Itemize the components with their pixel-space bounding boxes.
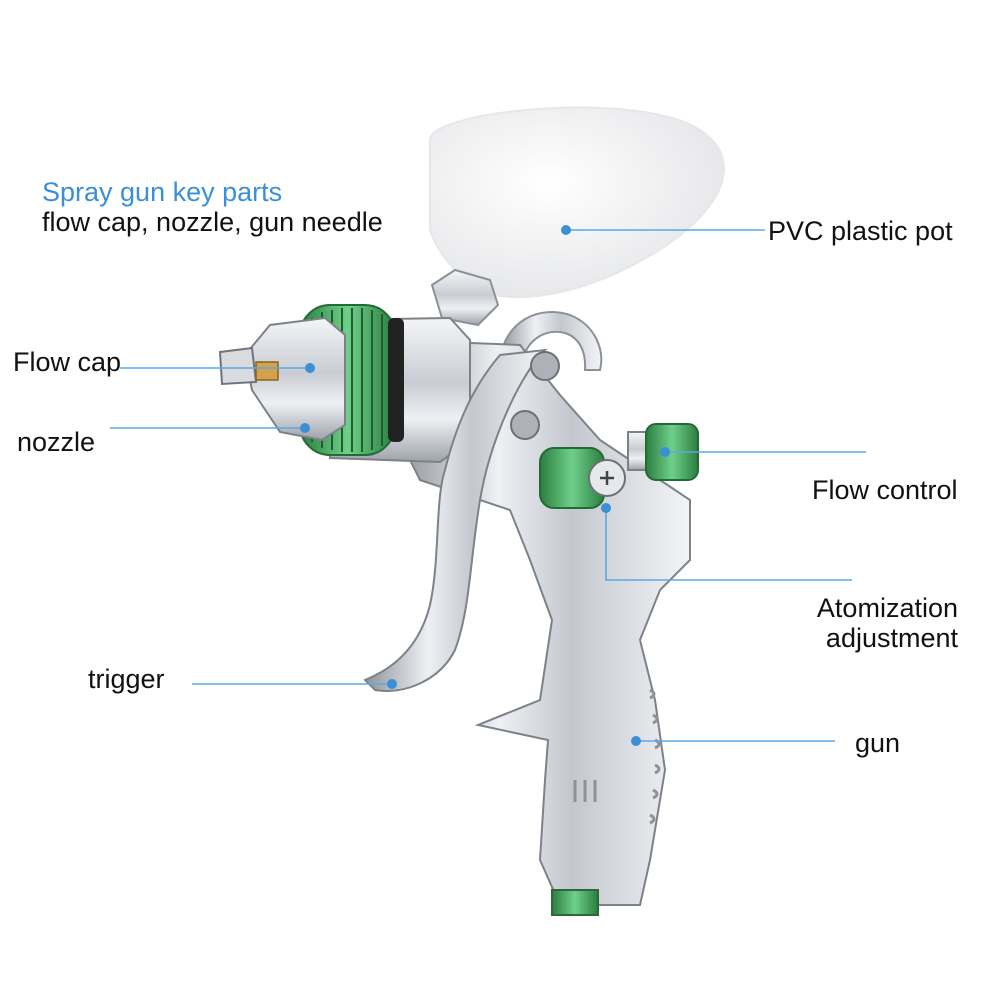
label-nozzle: nozzle (17, 427, 96, 457)
label-gun: gun (855, 728, 901, 758)
pvc-pot-shape (429, 106, 725, 299)
flow-cap-shape (243, 316, 346, 442)
atomization-screw-slot (600, 471, 614, 485)
hanger-hook (498, 311, 603, 371)
label-pvc-plastic-pot: PVC plastic pot (768, 216, 953, 246)
label-atomization-adjustment: Atomization adjustment (817, 593, 958, 653)
trigger-shape (363, 348, 548, 692)
label-flow-control: Flow control (812, 475, 958, 505)
label-trigger: trigger (88, 664, 165, 694)
label-atomization-line1: Atomization (816, 593, 958, 623)
nozzle-tip (218, 346, 258, 386)
label-flow-cap: Flow cap (13, 347, 122, 377)
leader-atomization (605, 508, 852, 581)
trigger-pivot-bottom (510, 410, 540, 440)
trigger-pivot-top (530, 351, 560, 381)
label-atomization-line2: adjustment (825, 623, 958, 653)
nozzle-brass-tip (255, 361, 279, 381)
nozzle-ring-seal (388, 318, 404, 442)
heading-title: Spray gun key parts (42, 177, 283, 207)
heading-subtitle: flow cap, nozzle, gun needle (42, 207, 383, 237)
leader-lines (110, 229, 866, 742)
air-fitting (551, 889, 599, 916)
leader-dots (300, 225, 670, 746)
